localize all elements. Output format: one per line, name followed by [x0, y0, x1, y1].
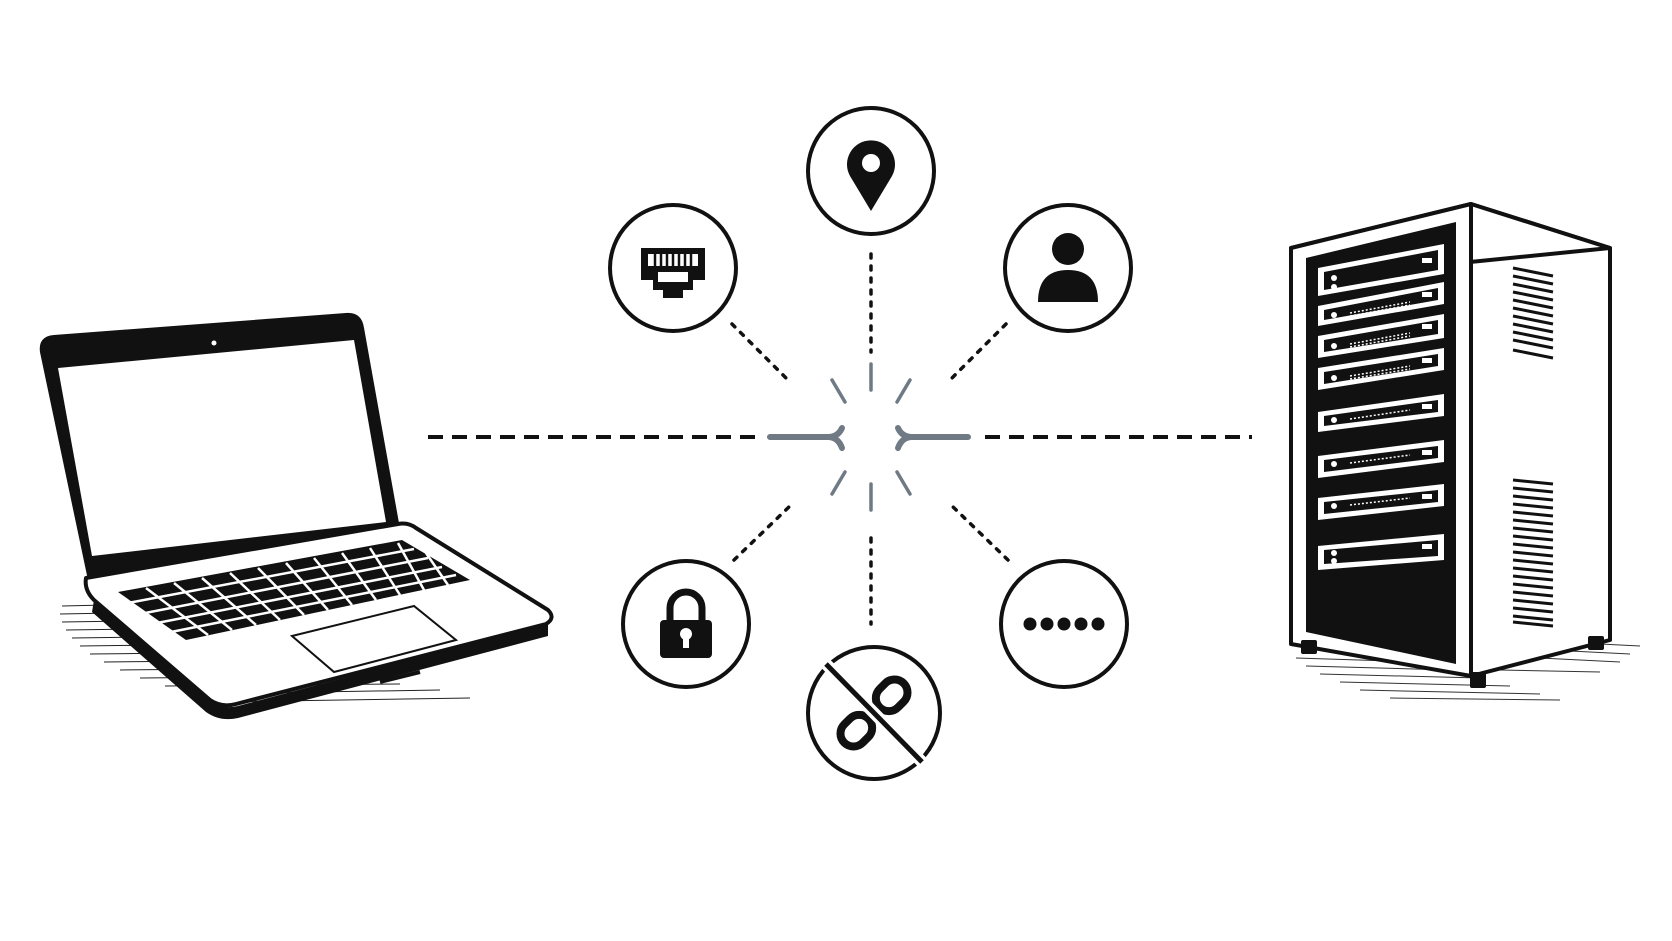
laptop-key-grid [127, 542, 457, 636]
laptop-screen [58, 340, 386, 556]
broken-connection [767, 425, 971, 451]
server-unit-faces [1324, 250, 1438, 564]
spoke-bottom-right [948, 502, 1010, 562]
laptop-base-edge [92, 600, 548, 720]
spoke-bottom-left [732, 502, 794, 562]
server-leds [1331, 258, 1432, 564]
server-vents [1512, 266, 1554, 628]
laptop [39, 312, 554, 720]
ethernet-port-icon [608, 203, 738, 333]
broken-link-icon [806, 645, 942, 781]
server-rack [1289, 202, 1641, 701]
spoke-top-right [946, 322, 1008, 384]
break-end-left [767, 425, 845, 451]
spoke-top-left [730, 322, 792, 384]
break-end-right [895, 425, 971, 451]
spokes [730, 252, 1010, 626]
break-sparks [830, 362, 912, 512]
location-pin-icon [806, 106, 936, 236]
server-feet [1301, 636, 1604, 688]
main-connection [428, 362, 1252, 512]
password-dots-icon [999, 559, 1129, 689]
laptop-webcam [211, 340, 217, 346]
padlock-icon [621, 559, 751, 689]
laptop-notch [379, 670, 421, 684]
laptop-trackpad [289, 604, 459, 674]
user-icon [1003, 203, 1133, 333]
